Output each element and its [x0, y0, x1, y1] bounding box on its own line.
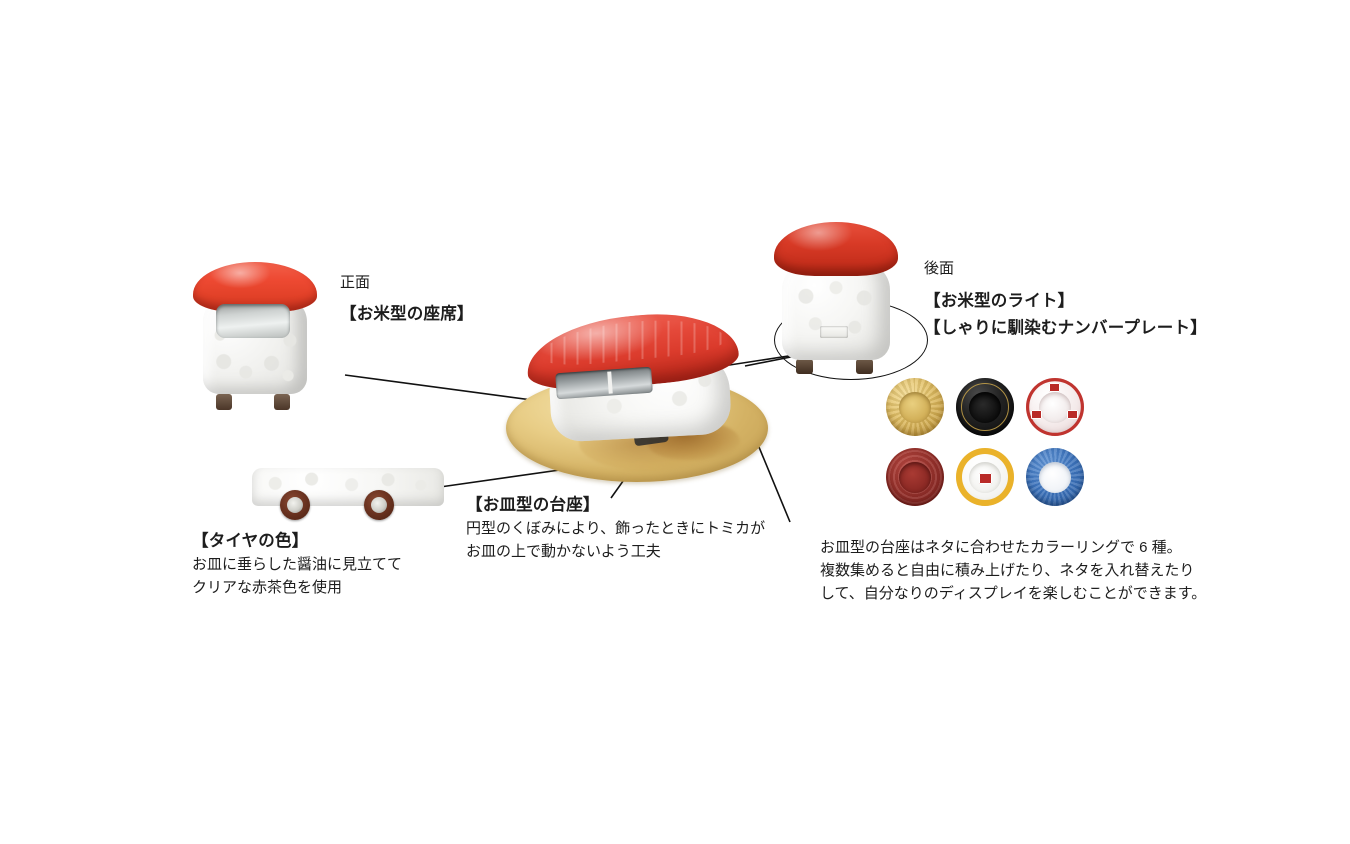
rear-tyre-shape: [364, 490, 394, 520]
plate-base-line-1: 円型のくぼみにより、飾ったときにトミカが: [466, 520, 766, 537]
front-view-photo: [190, 262, 320, 410]
black-gold-trim-plate: [956, 378, 1014, 436]
rear-view-feature-label-1: 【お米型のライト】: [924, 292, 1075, 310]
plate-base-heading: 【お皿型の台座】: [466, 496, 600, 514]
plate-logo-chip: [1049, 383, 1060, 392]
maroon-plate: [886, 448, 944, 506]
tyre-color-heading: 【タイヤの色】: [192, 532, 309, 550]
rear-view-feature-label-2: 【しゃりに馴染むナンバープレート】: [924, 319, 1207, 337]
front-left-wheel-shape: [216, 394, 232, 410]
plate-well: [1038, 391, 1072, 424]
gold-checker-plate: [886, 378, 944, 436]
plate-well: [1038, 461, 1072, 494]
plate-well: [898, 391, 932, 424]
plate-base-body: 円型のくぼみにより、飾ったときにトミカが お皿の上で動かないよう工夫: [466, 518, 765, 564]
windshield-shape: [216, 304, 290, 338]
number-plate-shape: [820, 326, 848, 338]
plate-variants-line-1: お皿型の台座はネタに合わせたカラーリングで 6 種。: [820, 539, 1182, 556]
chassis-side-photo: [252, 468, 444, 524]
white-yellow-rim-plate: [956, 448, 1014, 506]
rear-view-label: 後面: [924, 260, 955, 277]
plate-logo-chip: [1067, 410, 1078, 419]
hero-sushi-car-photo: [498, 306, 798, 486]
plate-logo-chip: [1031, 410, 1042, 419]
plate-variants-line-2: 複数集めると自由に積み上げたり、ネタを入れ替えたり: [820, 561, 1195, 579]
plate-well: [898, 461, 932, 494]
rice-body-shape: [782, 262, 890, 360]
tyre-color-line-2: クリアな赤茶色を使用: [192, 578, 343, 596]
front-tyre-shape: [280, 490, 310, 520]
tuna-topping-shape: [193, 262, 317, 312]
rear-view-photo: [772, 222, 900, 374]
plate-well: [968, 391, 1002, 424]
plate-base-line-2: お皿の上で動かないよう工夫: [466, 542, 661, 560]
tyre-color-body: お皿に垂らした醤油に見立てて クリアな赤茶色を使用: [192, 554, 402, 600]
rear-right-wheel-shape: [856, 359, 873, 374]
front-right-wheel-shape: [274, 394, 290, 410]
front-view-label: 正面: [340, 274, 371, 291]
blue-pattern-plate: [1026, 448, 1084, 506]
tyre-color-line-1: お皿に垂らした醤油に見立てて: [192, 556, 403, 573]
white-red-rim-plate: [1026, 378, 1084, 436]
plate-variants-body: お皿型の台座はネタに合わせたカラーリングで 6 種。 複数集めると自由に積み上げ…: [820, 537, 1206, 605]
rear-left-wheel-shape: [796, 359, 813, 374]
plate-variants-line-3: して、自分なりのディスプレイを楽しむことができます。: [820, 584, 1207, 602]
tuna-topping-shape: [774, 222, 898, 276]
front-view-feature-label: 【お米型の座席】: [340, 305, 474, 323]
plate-logo-chip: [979, 473, 992, 484]
